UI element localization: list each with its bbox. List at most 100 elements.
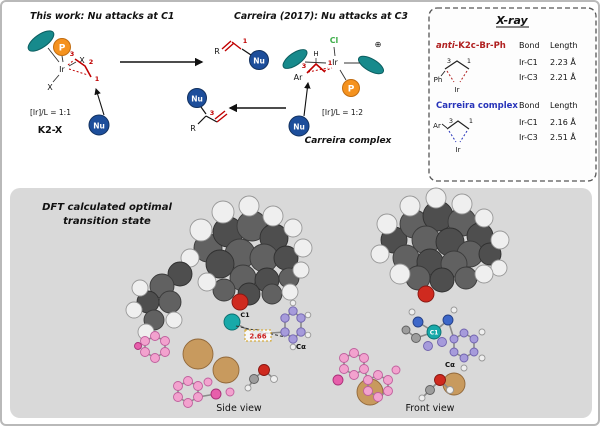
ir-center-label: Ir [332,58,338,67]
single-bond [200,106,207,115]
atom-sphere [183,376,193,386]
atom-sphere [225,387,235,397]
dft-title-line1: DFT calculated optimal [42,202,172,213]
atom-sphere [189,218,213,242]
atom-sphere [182,338,214,370]
sketch1-n1: 1 [467,57,471,65]
atom-sphere [474,264,494,284]
atom-sphere [193,381,203,391]
atom-sphere [262,205,284,227]
ir-allyl-dash [68,68,89,76]
sketch1-ir: Ir [455,86,460,94]
ca-annotation-front: Cα [445,361,455,369]
sketch2-n1: 1 [469,117,473,125]
atom-sphere [339,364,349,374]
atom-sphere [261,283,283,305]
nu-label: Nu [293,122,305,131]
atom-sphere [450,306,458,314]
atom-sphere [442,314,454,326]
atom-sphere [370,244,390,264]
nu-attack-arrow [94,87,105,116]
ir-allyl-dash [307,67,329,73]
bond-line [339,69,347,81]
atom-sphere [449,334,459,344]
atom-sphere [231,293,249,311]
atom-sphere [460,364,468,372]
nu-label: Nu [253,56,265,65]
c1-annotation-side: C1 [240,311,250,319]
sketch2-n3: 3 [449,117,453,125]
molecule-side-view [125,195,313,408]
atom-sphere [249,374,259,384]
atom-sphere [289,343,297,351]
r-group-label: R [214,47,220,56]
atom-sphere [183,398,193,408]
ca-annotation-side: Cα [296,343,306,351]
atom-sphere [150,331,160,341]
length-header-2: Length [550,101,578,110]
dft-title-line2: transition state [63,216,151,227]
bond-line [304,61,327,64]
c1-annotation-front: C1 [430,329,439,336]
double-bond [221,40,232,50]
atom-sphere [304,311,312,319]
atom-sphere [437,337,447,347]
complex-name-k2x: K2-X [38,125,63,136]
atom-sphere [478,354,486,362]
bond-header-2: Bond [519,101,540,110]
olefin-ligand-icon [358,55,384,75]
row-length: 2.23 Å [550,56,576,67]
carbon-number-1: 1 [328,59,333,67]
carbon-number-3: 3 [70,50,75,58]
sketch1-n3: 3 [447,57,451,65]
ir-center-label: Ir [59,65,65,74]
nucleophile-icon [88,114,110,136]
ir-allyl-dash [67,59,75,66]
double-bond [214,110,226,120]
olefin-ligand-icon [27,30,55,52]
atom-sphere [296,327,306,337]
bond-line [61,55,64,63]
atom-sphere [459,328,469,338]
atom-sphere [363,386,373,396]
atom-sphere [158,290,182,314]
molecule-front-view [332,187,510,406]
atom-sphere [391,365,401,375]
atom-sphere [210,388,222,400]
ir-allyl-dash [323,67,333,72]
single-bond [231,41,242,50]
atom-sphere [418,394,426,402]
atom-sphere [478,328,486,336]
atom-sphere [373,392,383,402]
row-bond: Ir-C3 [519,133,538,142]
atom-sphere [244,384,252,392]
scheme-right-title: Carreira (2017): Nu attacks at C3 [234,11,408,22]
complex2-name: Carreira complex [436,101,518,111]
distance-box [244,329,272,342]
row-length: 2.51 Å [550,131,576,142]
atom-sphere [293,238,313,258]
atom-sphere [359,364,369,374]
atom-sphere [211,200,235,224]
scheme-left-title: This work: Nu attacks at C1 [30,11,174,22]
ar-group-label: Ar [294,73,303,82]
carbon-number-3: 3 [302,62,307,70]
atom-sphere [281,283,299,301]
scheme-carreira: Carreira (2017): Nu attacks at C3 Cl Ir … [234,11,408,146]
atom-sphere [258,364,270,376]
phosphine-ligand-icon [53,38,71,56]
single-bond [197,115,207,125]
front-view-label: Front view [406,403,455,414]
atom-sphere [417,285,435,303]
atom-sphere [349,348,359,358]
carbon-number-2: 2 [89,58,94,66]
nu-label: Nu [93,121,105,130]
bond-line [441,123,448,129]
atom-sphere [425,187,447,209]
row-length: 2.21 Å [550,71,576,82]
bond-line [333,46,336,57]
atom-sphere [423,341,433,351]
x-substituent-bottom: X [47,83,53,92]
bond-header-1: Bond [519,41,540,50]
atom-sphere [359,353,369,363]
